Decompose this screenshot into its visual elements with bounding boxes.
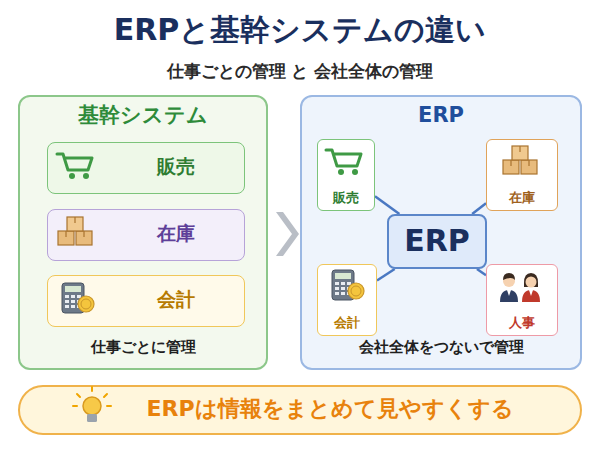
function-box: 会計	[47, 275, 245, 327]
module-box: 会計	[317, 264, 377, 336]
node-label: 販売	[318, 190, 374, 206]
node-label: 在庫	[48, 222, 244, 245]
subtitle-label: 仕事ごとの管理 と 会社全体の管理	[0, 60, 600, 83]
node-label: ERP	[302, 103, 580, 128]
chevron-arrow	[276, 212, 299, 256]
node-label: ERPは情報をまとめて見やすくする	[20, 396, 580, 422]
node-label: 在庫	[487, 190, 557, 206]
node-caption: 会社全体をつないで管理	[302, 338, 580, 356]
erp-hub: ERP	[387, 214, 487, 269]
node-label: 基幹システム	[20, 103, 266, 128]
module-box: 在庫	[486, 139, 558, 211]
node-label: ERP	[389, 223, 485, 259]
diagram-title: ERPと基幹システムの違い	[0, 10, 600, 51]
system-panel: 基幹システム仕事ごとに管理 販売在庫会計	[18, 95, 268, 370]
module-box: 販売	[317, 139, 375, 211]
node-label: 会計	[318, 315, 376, 331]
node-label: 会計	[48, 288, 244, 311]
summary-banner: ERPは情報をまとめて見やすくする	[18, 385, 582, 435]
function-box: 在庫	[47, 209, 245, 261]
erp-panel: ERP 会社全体をつないで管理 販売 在庫 ERP 会計 人事	[300, 95, 582, 370]
node-caption: 仕事ごとに管理	[20, 338, 266, 356]
module-box: 人事	[486, 264, 558, 336]
node-label: 販売	[48, 155, 244, 178]
function-box: 販売	[47, 142, 245, 194]
node-label: 人事	[487, 315, 557, 331]
